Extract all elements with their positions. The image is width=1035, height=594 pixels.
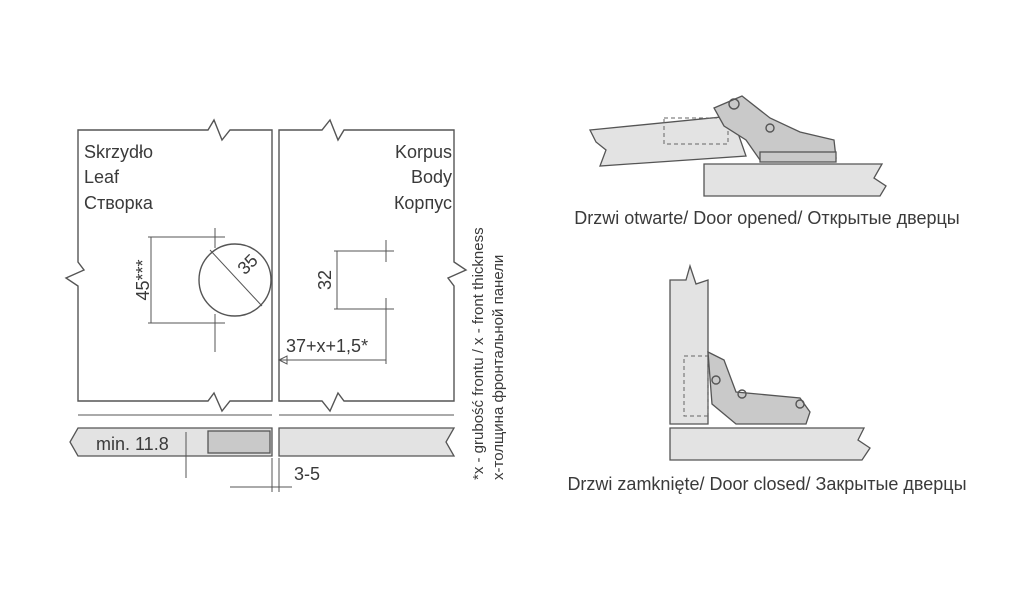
- plate-offset-arrow: [277, 355, 288, 365]
- plate-spacing-label: 32: [315, 270, 335, 290]
- plate-offset-label: 37+x+1,5*: [286, 336, 368, 356]
- body-section: [278, 427, 456, 457]
- caption-door-closed: Drzwi zamknięte/ Door closed/ Закрытые д…: [567, 474, 966, 494]
- body-label-en: Body: [411, 167, 452, 187]
- gap-label: 3-5: [294, 464, 320, 484]
- leaf-panel: [64, 118, 273, 413]
- door-opened-illustration: [588, 95, 887, 197]
- body-label-ru: Корпус: [394, 193, 452, 213]
- closed-door-leaf: [669, 263, 709, 425]
- caption-door-opened: Drzwi otwarte/ Door opened/ Открытые две…: [574, 208, 960, 228]
- cup-height-label: 45***: [133, 259, 153, 300]
- leaf-label-ru: Створка: [84, 193, 154, 213]
- closed-hinge-arm: [707, 350, 811, 425]
- leaf-label-pl: Skrzydło: [84, 142, 153, 162]
- body-panel: [278, 118, 468, 413]
- body-label-pl: Korpus: [395, 142, 452, 162]
- opened-hinge-pivot: [728, 98, 740, 110]
- cup-hole: [198, 243, 272, 317]
- closed-cabinet-body: [669, 427, 871, 461]
- cup-recess: [207, 430, 271, 454]
- opened-hinge-arm: [713, 95, 837, 161]
- closed-hinge-pivot: [711, 375, 721, 385]
- cup-diameter-line: [209, 249, 263, 307]
- min-thickness-label: min. 11.8: [96, 434, 169, 454]
- opened-hinge-screw: [765, 123, 775, 133]
- footnote-line2: x-толщина фронтальной панели: [490, 255, 507, 480]
- door-closed-illustration: [669, 263, 871, 461]
- leaf-label-en: Leaf: [84, 167, 120, 187]
- opened-cup-outline: [663, 117, 729, 145]
- closed-hinge-screw-2: [795, 399, 805, 409]
- opened-cabinet-body: [703, 163, 887, 197]
- cup-diameter-label: 35: [234, 250, 262, 278]
- footnote-line1: *x - grubość frontu / x - front thicknes…: [470, 227, 487, 480]
- closed-hinge-screw: [737, 389, 747, 399]
- opened-mounting-plate: [759, 151, 837, 163]
